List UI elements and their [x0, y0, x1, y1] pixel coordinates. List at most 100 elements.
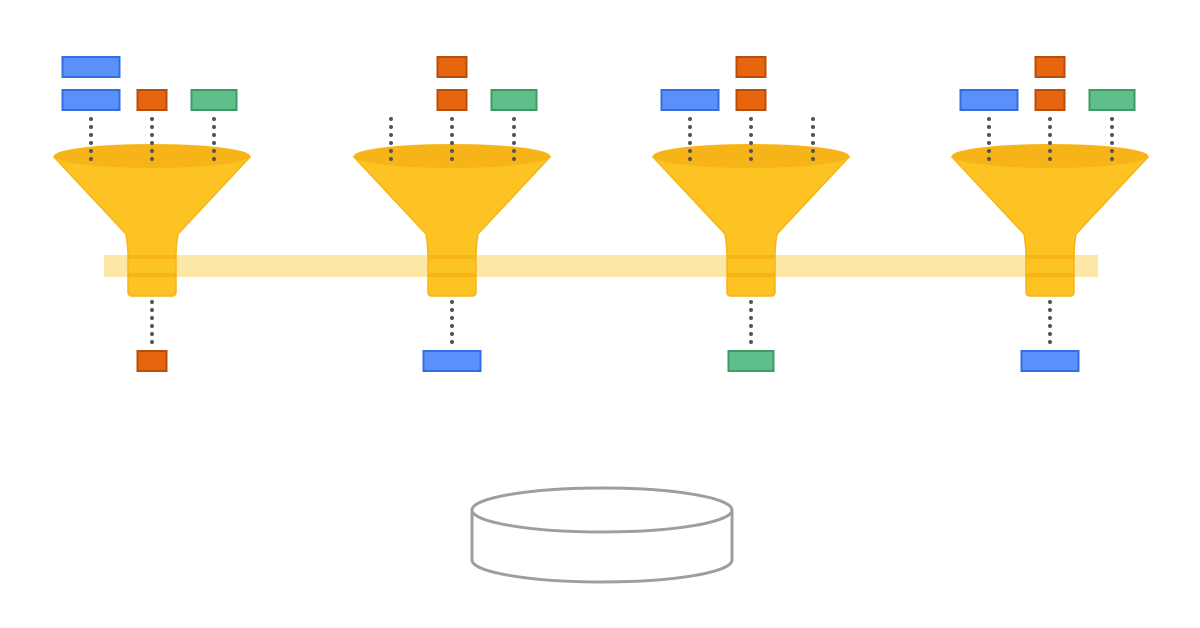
funnel-rim — [952, 144, 1148, 168]
dot — [512, 157, 516, 161]
dot — [150, 117, 154, 121]
input-dots — [688, 117, 692, 161]
dot — [150, 300, 154, 304]
database-top — [470, 486, 734, 534]
dot — [749, 125, 753, 129]
dot — [1048, 149, 1052, 153]
dot — [150, 324, 154, 328]
dot — [212, 141, 216, 145]
dot — [811, 125, 815, 129]
output-dots — [749, 300, 753, 344]
dot — [811, 157, 815, 161]
dot — [1048, 340, 1052, 344]
dot — [150, 141, 154, 145]
dot — [512, 149, 516, 153]
output-dots — [450, 300, 454, 344]
dot — [1048, 332, 1052, 336]
dot — [450, 340, 454, 344]
dot — [1110, 149, 1114, 153]
dot — [389, 157, 393, 161]
dot — [212, 117, 216, 121]
input-dots — [1048, 117, 1052, 161]
dot — [450, 324, 454, 328]
input-blue-item — [660, 89, 720, 111]
dot — [1110, 125, 1114, 129]
output-green-item — [727, 350, 775, 372]
dot — [1048, 300, 1052, 304]
input-orange-item — [136, 89, 168, 111]
funnel-neck-band — [1026, 273, 1074, 277]
input-dots — [811, 117, 815, 161]
dot — [749, 117, 753, 121]
input-green-item — [490, 89, 538, 111]
dot — [1048, 308, 1052, 312]
input-orange-item — [1034, 89, 1066, 111]
dot — [150, 133, 154, 137]
dot — [512, 117, 516, 121]
input-dots — [512, 117, 516, 161]
dot — [150, 308, 154, 312]
dot — [512, 133, 516, 137]
dot — [89, 117, 93, 121]
dot — [1048, 117, 1052, 121]
dot — [150, 125, 154, 129]
dot — [749, 133, 753, 137]
dot — [1048, 141, 1052, 145]
dot — [749, 141, 753, 145]
input-green-item — [1088, 89, 1136, 111]
dot — [987, 133, 991, 137]
dot — [811, 117, 815, 121]
input-dots — [1110, 117, 1114, 161]
dot — [212, 157, 216, 161]
funnel-neck-band — [128, 255, 176, 259]
dot — [450, 141, 454, 145]
input-orange-item — [436, 56, 468, 78]
dot — [1048, 133, 1052, 137]
dot — [688, 149, 692, 153]
input-dots — [89, 117, 93, 161]
input-orange-item — [436, 89, 468, 111]
funnel-neck-band — [128, 273, 176, 277]
dot — [389, 125, 393, 129]
dot — [811, 133, 815, 137]
dot — [1110, 117, 1114, 121]
dot — [389, 141, 393, 145]
dot — [987, 117, 991, 121]
dot — [212, 149, 216, 153]
pipe-band — [104, 255, 1098, 277]
dot — [1110, 141, 1114, 145]
input-dots — [450, 117, 454, 161]
dot — [450, 149, 454, 153]
dot — [749, 316, 753, 320]
funnel-2 — [352, 56, 552, 372]
dot — [212, 125, 216, 129]
dot — [150, 157, 154, 161]
funnel-body — [950, 156, 1150, 297]
funnel-3 — [651, 56, 851, 372]
input-blue-item — [959, 89, 1019, 111]
dot — [89, 141, 93, 145]
dot — [450, 133, 454, 137]
funnel-rim — [354, 144, 550, 168]
dot — [450, 117, 454, 121]
dot — [389, 133, 393, 137]
output-orange-item — [136, 350, 168, 372]
dot — [688, 125, 692, 129]
input-blue-item — [61, 56, 121, 78]
dot — [811, 149, 815, 153]
dot — [150, 332, 154, 336]
dot — [89, 125, 93, 129]
dot — [212, 133, 216, 137]
input-dots — [389, 117, 393, 161]
dot — [450, 300, 454, 304]
funnel-neck-band — [428, 255, 476, 259]
input-dots — [150, 117, 154, 161]
funnel-group — [52, 56, 1150, 372]
dot — [389, 149, 393, 153]
funnel-neck-band — [727, 273, 775, 277]
input-orange-item — [735, 89, 767, 111]
dot — [150, 149, 154, 153]
dot — [987, 149, 991, 153]
dot — [987, 141, 991, 145]
